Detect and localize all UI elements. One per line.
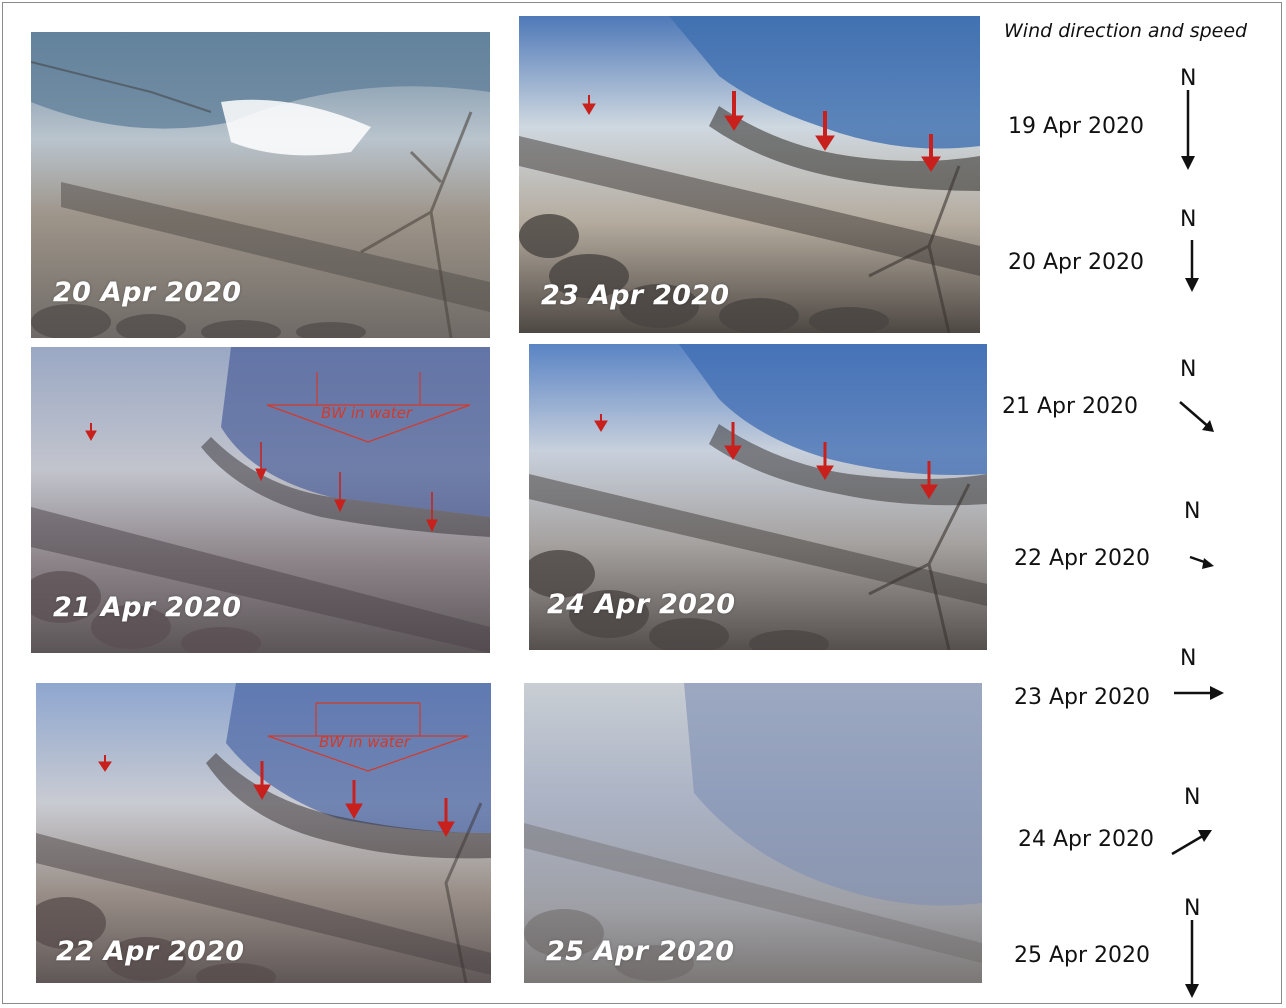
photo-scene (31, 32, 490, 338)
photo-scene (524, 683, 982, 983)
annotation-layer (594, 414, 938, 499)
wind-arrow-icon (1171, 830, 1212, 856)
north-label: N (1184, 896, 1201, 921)
wind-date: 24 Apr 2020 (1018, 827, 1155, 852)
north-label: N (1180, 207, 1197, 232)
north-label: N (1184, 785, 1201, 810)
wind-panel-title: Wind direction and speed (1004, 20, 1248, 42)
wind-date: 23 Apr 2020 (1014, 685, 1151, 710)
north-label: N (1180, 646, 1197, 671)
beach-photo-25-apr: 25 Apr 2020 (524, 683, 982, 983)
photo-date-label: 24 Apr 2020 (547, 589, 736, 620)
photo-scene (36, 683, 491, 983)
photo-date-label: 25 Apr 2020 (546, 936, 735, 967)
photo-scene (31, 347, 490, 653)
wind-date: 19 Apr 2020 (1008, 114, 1145, 139)
north-label: N (1180, 357, 1197, 382)
wind-arrow-icon (1185, 240, 1199, 292)
bw-in-water-annotation: BW in water (321, 404, 413, 422)
photo-scene (519, 16, 980, 333)
north-label: N (1180, 66, 1197, 91)
photo-date-label: 20 Apr 2020 (53, 277, 242, 308)
photo-date-label: 23 Apr 2020 (541, 280, 730, 311)
beach-photo-20-apr: 20 Apr 2020 (31, 32, 490, 338)
wind-arrow-icon (1189, 555, 1214, 569)
wind-arrow-icon (1179, 401, 1214, 432)
photo-date-label: 22 Apr 2020 (56, 936, 245, 967)
wind-arrow-icon (1174, 686, 1224, 700)
wind-arrow-icon (1181, 90, 1195, 170)
wind-arrow-icon (1185, 920, 1199, 998)
wind-date: 25 Apr 2020 (1014, 943, 1151, 968)
wind-date: 22 Apr 2020 (1014, 546, 1151, 571)
beach-photo-23-apr: 23 Apr 2020 (519, 16, 980, 333)
wind-date: 21 Apr 2020 (1002, 394, 1139, 419)
north-label: N (1184, 499, 1201, 524)
beach-photo-24-apr: 24 Apr 2020 (529, 344, 987, 650)
annotation-layer (582, 91, 941, 172)
photo-scene (529, 344, 987, 650)
photo-date-label: 21 Apr 2020 (53, 592, 242, 623)
annotation-layer: BW in water (98, 702, 469, 838)
annotation-layer: BW in water (85, 372, 471, 533)
beach-photo-22-apr: BW in water 22 Apr 2020 (36, 683, 491, 983)
beach-photo-21-apr: BW in water 21 Apr 2020 (31, 347, 490, 653)
wind-date: 20 Apr 2020 (1008, 250, 1145, 275)
bw-in-water-annotation: BW in water (319, 733, 411, 751)
